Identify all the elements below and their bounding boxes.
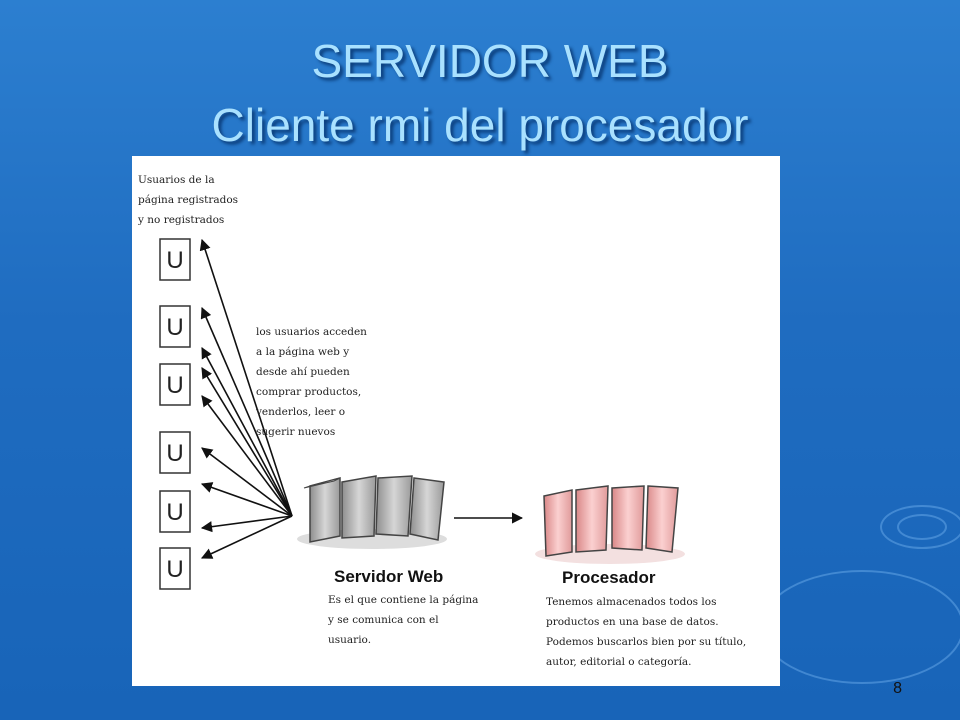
svg-text:U: U (166, 499, 183, 526)
user-arrows (199, 238, 293, 559)
processor-note: Tenemos almacenados todos los productos … (546, 596, 747, 668)
user-box: U (159, 490, 191, 533)
decorative-ripple (760, 570, 960, 684)
svg-text:U: U (166, 247, 183, 274)
user-box: U (159, 547, 191, 590)
user-box: U (159, 238, 191, 281)
svg-text:U: U (166, 314, 183, 341)
decorative-ripple (897, 514, 947, 540)
decorative-ripple (880, 505, 960, 549)
web-server-icon (297, 475, 447, 549)
slide-subtitle: Cliente rmi del procesador (211, 99, 749, 151)
web-server-label: Servidor Web (334, 567, 444, 586)
svg-text:U: U (166, 440, 183, 467)
access-note: los usuarios acceden a la página web y d… (256, 326, 367, 438)
svg-text:U: U (166, 556, 183, 583)
users-note: Usuarios de la página registrados y no r… (138, 174, 239, 226)
user-box: U (159, 305, 191, 348)
processor-label: Procesador (562, 568, 656, 587)
svg-text:U: U (166, 372, 183, 399)
architecture-diagram: U U U U U U (159, 238, 685, 590)
web-server-note: Es el que contiene la página y se comuni… (328, 594, 479, 646)
user-box: U (159, 431, 191, 474)
slide-title: SERVIDOR WEB (311, 35, 669, 87)
slide-number: 8 (893, 680, 902, 697)
diagram-panel: U U U U U U (132, 156, 780, 686)
processor-icon (535, 485, 685, 564)
user-box: U (159, 363, 191, 406)
